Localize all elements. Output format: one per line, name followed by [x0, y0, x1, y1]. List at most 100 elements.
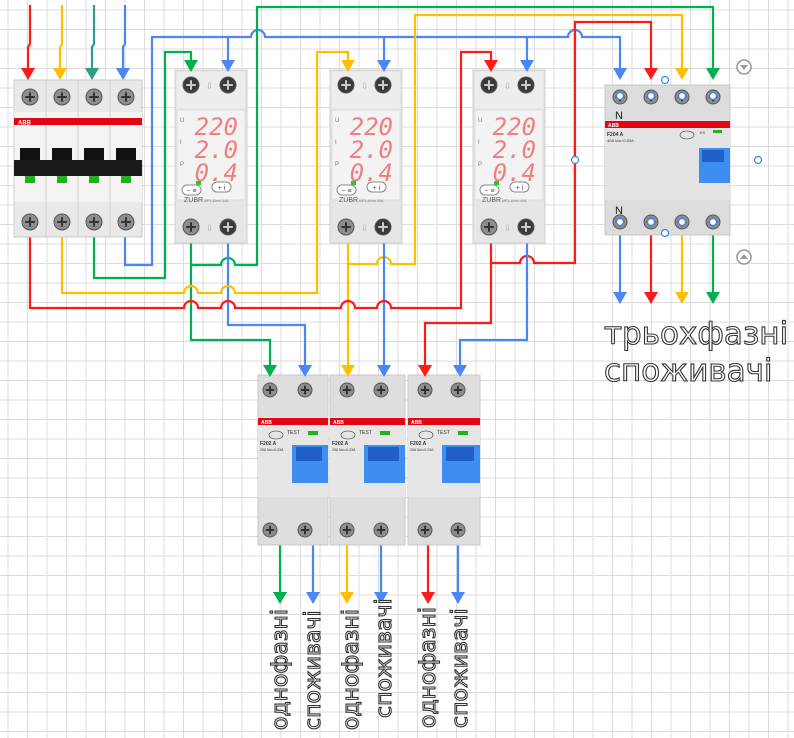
status-led	[196, 181, 201, 185]
supply-wire-0	[26, 5, 32, 70]
arrow-head-icon	[341, 365, 355, 377]
connection-handle[interactable]	[677, 217, 687, 227]
arrow-head-icon	[377, 365, 391, 377]
arrow-head-icon	[453, 365, 467, 377]
single-phase-consumers-label: однофазні	[416, 607, 441, 728]
voltage-readout: 220	[350, 113, 393, 141]
test-button[interactable]	[268, 430, 284, 440]
minus-button[interactable]	[181, 184, 202, 196]
arrow-head-icon	[613, 68, 627, 80]
arrow-head-icon	[484, 60, 498, 72]
breaker-handle[interactable]	[116, 148, 136, 160]
plus-button-label: + i	[373, 185, 381, 192]
single-phase-consumers-label: однофазні	[268, 609, 293, 730]
l1-to-relay3	[28, 50, 493, 310]
on-indicator	[25, 176, 35, 183]
connection-handle[interactable]	[677, 91, 687, 101]
status-indicator	[308, 431, 318, 435]
connection-handle[interactable]	[708, 91, 718, 101]
arrow-down-icon: ⇩	[504, 81, 512, 91]
test-label: TEST	[437, 430, 450, 436]
three-phase-consumers-label: споживачі	[604, 353, 773, 389]
current-readout: 2.0	[350, 136, 393, 164]
minus-button[interactable]	[479, 184, 500, 196]
single-phase-consumers-label: однофазні	[339, 609, 364, 730]
arrow-head-icon	[520, 60, 534, 72]
current-readout: 2.0	[195, 136, 238, 164]
status-indicator	[713, 130, 722, 133]
plus-button[interactable]	[366, 181, 387, 193]
on-indicator	[121, 176, 131, 183]
connection-handle[interactable]	[570, 155, 580, 165]
minus-button-label: − ≡	[341, 188, 351, 195]
arrow-head-icon	[421, 592, 435, 604]
breaker-handle[interactable]	[84, 148, 104, 160]
brand-label: ZUBR	[184, 197, 203, 204]
on-indicator	[57, 176, 67, 183]
arrow-head-icon	[53, 68, 67, 80]
model-label: F202 A	[260, 441, 277, 447]
chevron-up-circle-icon[interactable]	[736, 249, 752, 265]
minus-button-label: − ≡	[484, 188, 494, 195]
connection-handle[interactable]	[753, 155, 763, 165]
connection-handle[interactable]	[615, 91, 625, 101]
status-led	[494, 181, 499, 185]
arrow-head-icon	[451, 592, 465, 604]
arrow-head-icon	[613, 292, 627, 304]
arrow-head-icon	[298, 365, 312, 377]
on-indicator	[89, 176, 99, 183]
breaker-handle[interactable]	[52, 148, 72, 160]
model-label: MP3-40red 40A	[204, 199, 229, 203]
arrow-head-icon	[418, 365, 432, 377]
breaker-handle[interactable]	[20, 148, 40, 160]
connection-handle[interactable]	[615, 217, 625, 227]
test-button[interactable]	[418, 430, 434, 440]
label-p: P	[180, 162, 184, 168]
minus-button-label: − ≡	[186, 188, 196, 195]
connection-handle[interactable]	[708, 217, 718, 227]
connection-handle[interactable]	[660, 228, 670, 238]
label-i: I	[478, 140, 480, 146]
neutral-bus	[123, 28, 622, 267]
model-label: F204 A	[607, 132, 624, 138]
single-phase-consumers-label: споживачі	[372, 598, 397, 718]
arrow-down-icon: ⇩	[206, 223, 214, 233]
connection-handle[interactable]	[646, 217, 656, 227]
connection-handle[interactable]	[660, 75, 670, 85]
test-label: TEST	[287, 430, 300, 436]
relay3-to-rcd3	[489, 20, 653, 265]
relay1-n-to-rcd-a	[226, 243, 307, 365]
arrow-head-icon	[273, 592, 287, 604]
arrow-head-icon	[306, 592, 320, 604]
rating-label: 25A IΔn=0.03A	[410, 448, 434, 452]
label-p: P	[478, 162, 482, 168]
arrow-head-icon	[644, 292, 658, 304]
arrow-head-icon	[377, 60, 391, 72]
label-i: I	[335, 140, 337, 146]
test-button[interactable]	[679, 130, 695, 140]
relay3-n-to-rcd-c	[458, 243, 529, 365]
supply-wire-3	[121, 5, 127, 70]
test-button[interactable]	[340, 430, 356, 440]
label-u: U	[478, 118, 482, 124]
selection-handles[interactable]	[570, 59, 763, 265]
minus-button[interactable]	[336, 184, 357, 196]
chevron-down-circle-icon[interactable]	[736, 59, 752, 75]
connection-handle[interactable]	[646, 91, 656, 101]
plus-button[interactable]	[211, 181, 232, 193]
rating-label: 25A IΔn=0.03A	[332, 448, 356, 452]
circuit-breaker-4p[interactable]: ABB	[13, 79, 143, 238]
l3-to-relay1	[92, 50, 193, 280]
plus-button[interactable]	[509, 181, 530, 193]
label-i: I	[180, 140, 182, 146]
voltage-readout: 220	[195, 113, 238, 141]
arrow-head-icon	[116, 68, 130, 80]
